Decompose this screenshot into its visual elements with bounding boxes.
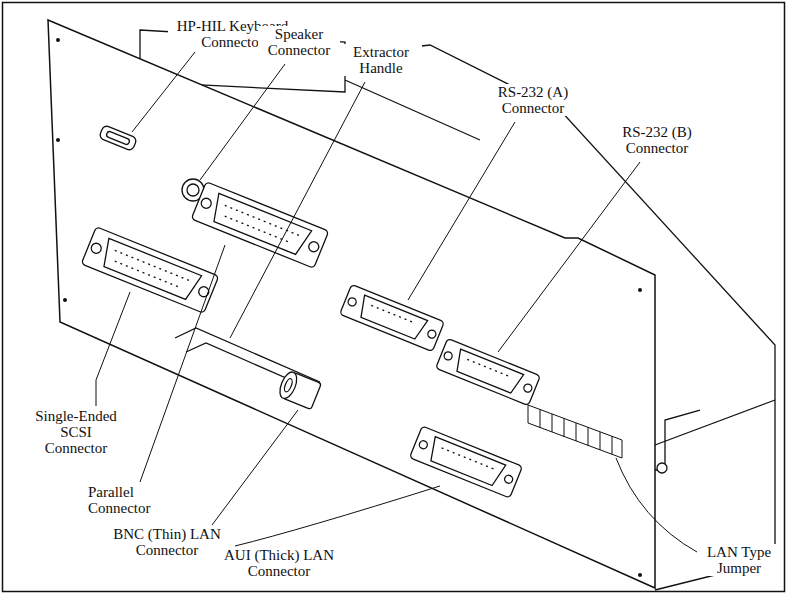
part-label: Extractor Handle (340, 44, 422, 76)
outer-frame (3, 3, 785, 592)
hp-hil-connector (99, 125, 138, 151)
front-plate (48, 20, 655, 588)
aui-dsub (410, 426, 523, 498)
bnc-connector (277, 370, 322, 410)
standoff-bracket (655, 410, 700, 473)
rs232-a-dsub (340, 284, 445, 351)
plate-screws (56, 38, 642, 577)
part-label: AUI (Thick) LAN Connector (222, 547, 336, 579)
leader-lines (96, 52, 697, 552)
part-label: Single-Ended SCSI Connector (28, 408, 124, 456)
part-label: Speaker Connector (258, 26, 340, 58)
part-label: BNC (Thin) LAN Connector (110, 526, 224, 558)
part-label: RS-232 (A) Connector (488, 84, 578, 116)
rs232-b-dsub (436, 338, 541, 405)
scsi-dsub (81, 227, 218, 314)
part-label: RS-232 (B) Connector (612, 124, 702, 156)
part-label: Parallel Connector (86, 484, 170, 516)
lan-jumper-block (528, 405, 622, 458)
part-label: LAN Type Jumper (698, 544, 780, 576)
parallel-dsub (191, 182, 328, 269)
